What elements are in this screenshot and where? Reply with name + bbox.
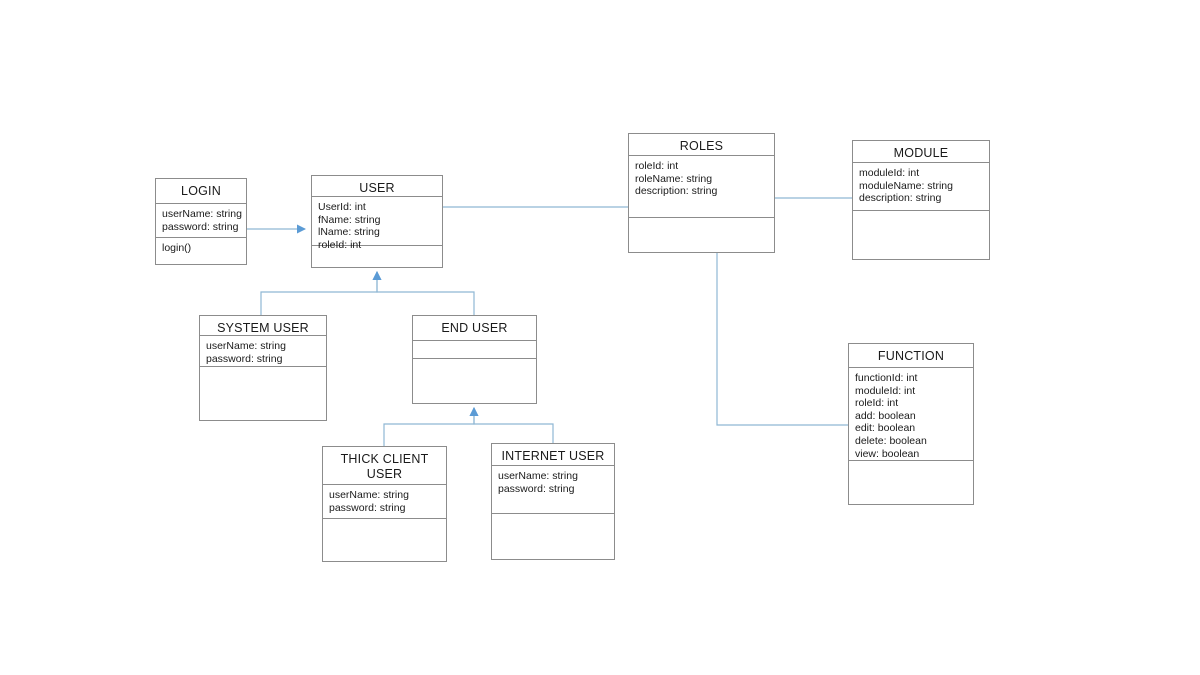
class-name: MODULE bbox=[853, 141, 989, 163]
attribute-row: password: string bbox=[162, 220, 239, 233]
class-name: SYSTEM USER bbox=[200, 316, 326, 336]
attribute-row: UserId: int bbox=[318, 201, 366, 213]
attribute-row: userName: string bbox=[206, 340, 286, 352]
operations-compartment bbox=[323, 519, 446, 561]
generalization-arrowhead bbox=[469, 407, 479, 416]
attribute-row: roleId: int bbox=[855, 397, 899, 410]
attribute-row: userName: string bbox=[162, 208, 242, 220]
connector-end-user-to-user bbox=[372, 271, 475, 315]
operations-compartment bbox=[853, 211, 989, 259]
attribute-row: roleId: int bbox=[635, 160, 679, 172]
class-name: FUNCTION bbox=[849, 344, 973, 368]
operations-compartment bbox=[413, 359, 536, 403]
attributes-compartment bbox=[413, 341, 536, 359]
generalization-arrowhead bbox=[372, 271, 382, 280]
attribute-row: delete: boolean bbox=[855, 434, 927, 447]
class-name: USER bbox=[312, 176, 442, 197]
class-name: INTERNET USER bbox=[492, 444, 614, 466]
attribute-row: moduleId: int bbox=[859, 167, 920, 179]
attribute-row: moduleName: string bbox=[859, 179, 953, 192]
attribute-row: add: boolean bbox=[855, 409, 916, 422]
operations-compartment bbox=[849, 461, 973, 504]
attribute-row: edit: boolean bbox=[855, 422, 916, 435]
attribute-row: description: string bbox=[859, 192, 942, 205]
attribute-row: description: string bbox=[635, 185, 718, 198]
class-name: ROLES bbox=[629, 134, 774, 156]
class-name: END USER bbox=[413, 316, 536, 341]
operation-row: login() bbox=[162, 242, 192, 254]
attribute-row: fName: string bbox=[318, 213, 381, 226]
attribute-row: password: string bbox=[329, 501, 406, 514]
attribute-row: view: boolean bbox=[855, 447, 920, 460]
operations-compartment bbox=[629, 218, 774, 252]
class-name: LOGIN bbox=[156, 179, 246, 204]
attribute-row: lName: string bbox=[318, 226, 380, 239]
attribute-row: roleName: string bbox=[635, 172, 713, 185]
class-name: THICK CLIENT USER bbox=[323, 447, 446, 485]
attribute-row: userName: string bbox=[498, 470, 578, 482]
operations-compartment bbox=[492, 514, 614, 559]
connector-roles-to-function bbox=[716, 253, 848, 426]
association-arrowhead bbox=[297, 224, 306, 234]
attribute-row: password: string bbox=[498, 482, 575, 495]
operations-compartment bbox=[200, 367, 326, 420]
connector-thick-client-user-to-end-user bbox=[383, 407, 479, 446]
attribute-row: userName: string bbox=[329, 489, 409, 501]
connector-line bbox=[376, 272, 475, 315]
connector-system-user-to-user bbox=[260, 271, 382, 315]
connector-line bbox=[260, 272, 378, 315]
operations-compartment bbox=[312, 246, 442, 267]
attribute-row: moduleId: int bbox=[855, 384, 916, 397]
attribute-row: password: string bbox=[206, 352, 283, 365]
uml-class-end-user[interactable]: END USER bbox=[412, 315, 537, 404]
connector-line bbox=[716, 253, 848, 426]
attribute-row: functionId: int bbox=[855, 372, 918, 384]
connector-internet-user-to-end-user bbox=[469, 407, 554, 443]
connector-login-to-user bbox=[247, 224, 306, 234]
attribute-row: roleId: int bbox=[318, 238, 362, 251]
connector-line bbox=[473, 408, 554, 443]
operations-compartment: login() bbox=[156, 238, 246, 264]
generalization-arrowhead bbox=[372, 271, 382, 280]
generalization-arrowhead bbox=[469, 407, 479, 416]
connector-line bbox=[383, 408, 475, 446]
